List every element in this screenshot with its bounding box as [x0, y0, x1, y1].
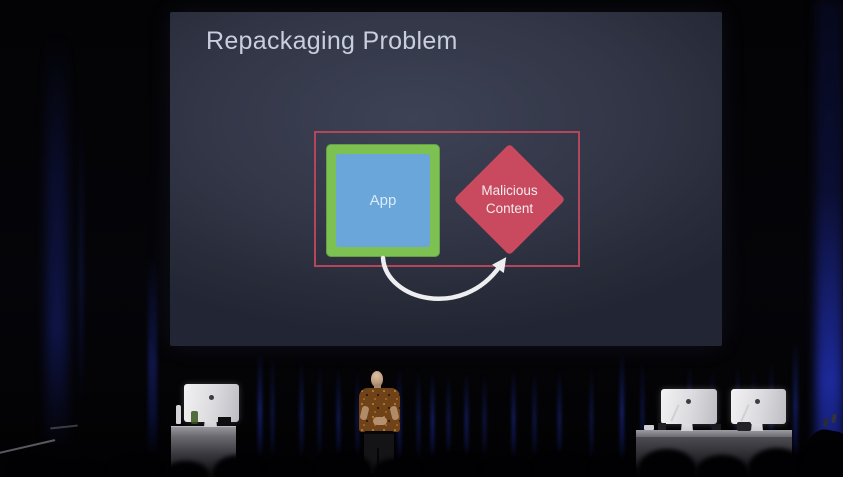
curtain-streak — [431, 372, 434, 458]
curtain-streak — [318, 365, 321, 457]
glass-object — [191, 411, 198, 424]
audience-head — [424, 451, 482, 477]
audience-head — [534, 451, 590, 477]
curtain-streak — [300, 360, 303, 457]
desk-object — [218, 417, 231, 425]
curtain-streak — [641, 360, 644, 458]
curtain-streak — [258, 352, 262, 457]
audience-head — [108, 454, 162, 477]
slide-title: Repackaging Problem — [206, 27, 458, 55]
audience-head — [316, 452, 372, 477]
stair-handrail — [0, 439, 56, 455]
apple-logo-icon — [209, 395, 214, 400]
presenter-head — [371, 371, 383, 387]
desk-object — [712, 424, 721, 430]
audience-head — [696, 455, 748, 477]
presenter-hands — [373, 417, 387, 425]
curtain-streak — [483, 374, 486, 456]
apple-logo-icon — [755, 399, 760, 404]
audience-head — [213, 455, 265, 477]
malicious-content-diamond: Malicious Content — [453, 143, 566, 256]
audience-head — [638, 449, 696, 477]
curtain-streak — [620, 352, 624, 460]
malicious-content-label: Malicious Content — [481, 182, 538, 216]
app-label: App — [369, 192, 397, 209]
water-bottle — [176, 405, 181, 424]
curtain-glow-left — [46, 35, 68, 445]
audience-head — [163, 461, 209, 477]
audience-head — [8, 456, 60, 477]
curtain-streak — [558, 370, 561, 458]
curtain-streak — [148, 255, 157, 455]
audience-head — [590, 457, 638, 477]
curtain-streak — [271, 355, 274, 457]
curtain-streak — [447, 374, 450, 458]
desk-object — [737, 422, 751, 431]
desk-object — [658, 423, 666, 430]
app-box: App — [326, 144, 440, 257]
right-table-top — [636, 430, 792, 437]
imac-right-2 — [731, 389, 786, 424]
projection-screen: Repackaging Problem App Malicious Conten… — [170, 12, 722, 346]
curtain-streak — [793, 340, 798, 460]
apple-logo-icon — [686, 399, 691, 404]
curtain-streak — [512, 370, 515, 458]
curtain-streak — [417, 370, 420, 458]
presenter-neck — [374, 385, 381, 390]
curtain-streak — [337, 368, 340, 458]
audience-head — [266, 460, 314, 477]
curtain-streak — [465, 372, 468, 458]
curtain-streak — [590, 368, 593, 458]
audience-head — [482, 458, 532, 477]
imac-right-1 — [661, 389, 717, 424]
curtain-streak — [356, 370, 359, 458]
curtain-streak — [533, 372, 536, 456]
audience-head — [58, 462, 104, 477]
audience-head — [748, 448, 806, 477]
curtain-glow-right — [816, 0, 843, 477]
desk-object — [644, 425, 654, 430]
audience-head — [372, 458, 420, 477]
curtain-streak — [78, 120, 84, 400]
app-box-fill: App — [336, 154, 430, 247]
